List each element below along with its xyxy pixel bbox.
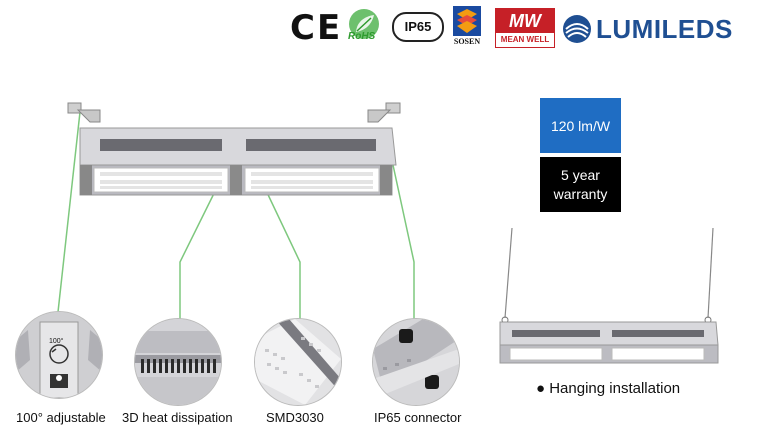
heat-dissipation-detail-circle [134, 318, 222, 406]
ip65-logo: IP65 [392, 12, 444, 42]
efficacy-badge: 120 lm/W [540, 98, 621, 153]
rohs-leaf-icon [349, 9, 379, 39]
leader-line-smd [261, 181, 301, 322]
right-mounting-bracket [367, 102, 401, 123]
lumileds-logo: LUMILEDS [562, 12, 733, 46]
lumileds-label: LUMILEDS [596, 13, 733, 44]
hanging-installation-caption: ● Hanging installation [536, 380, 681, 397]
feature-caption-adjustable: 100° adjustable [16, 410, 106, 425]
rohs-logo: RoHS [345, 8, 383, 46]
hanging-lamp-illustration [499, 227, 719, 364]
leader-line-adjustable [57, 111, 81, 313]
connector-icon [373, 319, 459, 405]
rohs-label: RoHS [348, 31, 376, 42]
feature-caption-connector: IP65 connector [374, 410, 462, 425]
adjustable-detail-circle: 100° [15, 311, 103, 399]
feature-caption-heat: 3D heat dissipation [122, 410, 233, 425]
meanwell-label: MEAN WELL [500, 35, 550, 44]
angle-label: 100° [49, 337, 64, 345]
led-chip-icon [255, 319, 341, 405]
ip65-connector-detail-circle [372, 318, 460, 406]
lumileds-globe-icon [563, 15, 591, 43]
ce-mark-logo: CE [290, 8, 343, 48]
efficacy-value: 120 lm/W [550, 117, 611, 134]
feature-caption-smd: SMD3030 [266, 410, 324, 425]
sosen-logo: SOSEN [447, 6, 487, 48]
led-chips [100, 172, 373, 189]
warranty-line-1: 5 year [561, 166, 600, 183]
leader-line-connector [392, 164, 415, 325]
linear-highbay-lamp [79, 127, 397, 196]
leader-lines [57, 111, 415, 325]
sosen-emblem-icon [453, 6, 481, 36]
warranty-badge: 5 year warranty [540, 157, 621, 212]
sosen-label: SOSEN [453, 37, 481, 46]
meanwell-logo: MW MEAN WELL [495, 8, 555, 48]
warranty-line-2: warranty [553, 185, 608, 202]
meanwell-mark: MW [496, 9, 554, 33]
left-mounting-bracket [67, 102, 101, 123]
smd3030-detail-circle [254, 318, 342, 406]
heat-sink-fins [100, 139, 376, 151]
heat-sink-fins-icon [135, 319, 221, 405]
adjustable-bracket-icon: 100° [16, 312, 102, 398]
